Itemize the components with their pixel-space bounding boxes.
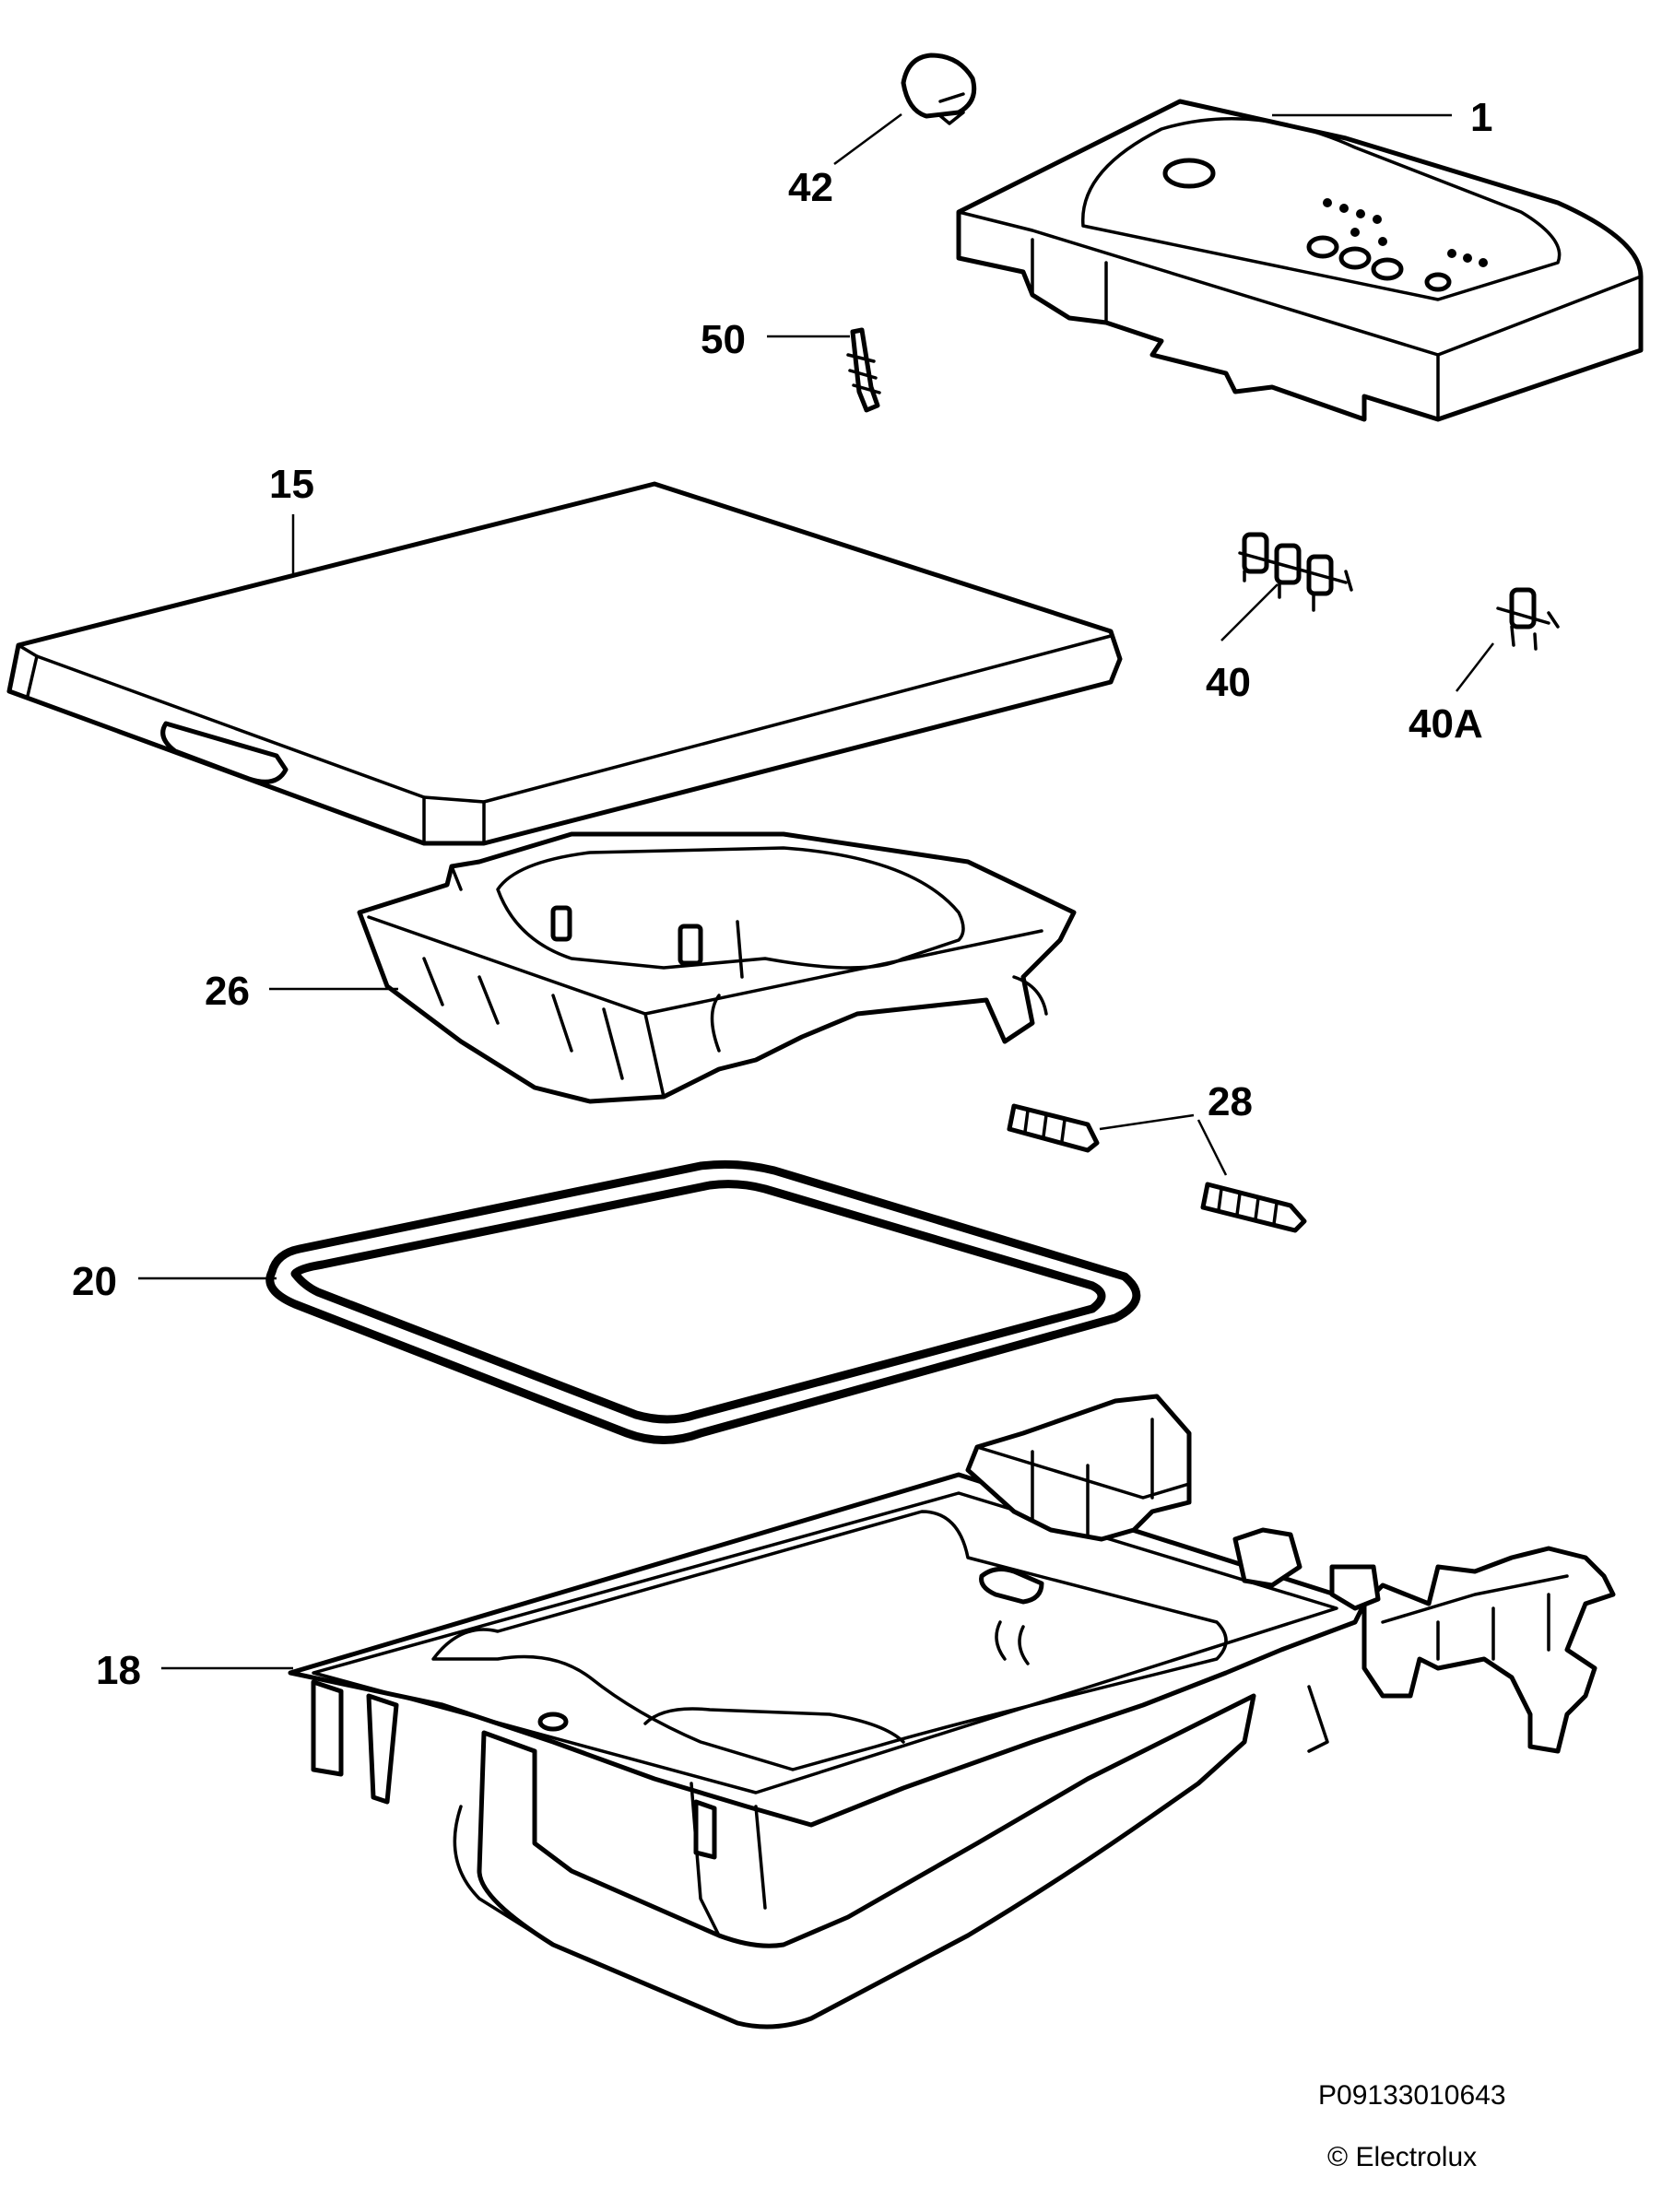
- part-26-dispenser[interactable]: [357, 831, 1077, 1104]
- callout-40: 40: [1206, 660, 1251, 705]
- copyright: © Electrolux: [1327, 2142, 1477, 2172]
- part-18-top-frame[interactable]: [288, 1394, 1616, 2030]
- callout-26: 26: [205, 969, 250, 1014]
- callout-15: 15: [269, 462, 314, 507]
- callout-42: 42: [788, 165, 833, 210]
- part-40a-button[interactable]: [1496, 587, 1560, 651]
- part-1-control-panel[interactable]: [956, 99, 1644, 422]
- callout-1: 1: [1470, 95, 1492, 140]
- callout-20: 20: [72, 1259, 117, 1304]
- part-15-lid[interactable]: [6, 481, 1123, 846]
- part-50-pin[interactable]: [846, 327, 881, 413]
- part-40-buttons[interactable]: [1238, 532, 1353, 612]
- part-42-knob[interactable]: [901, 53, 977, 125]
- part-20-seal[interactable]: [265, 1159, 1141, 1444]
- drawing-code: P09133010643: [1318, 2080, 1506, 2111]
- callout-40a: 40A: [1409, 701, 1483, 747]
- callout-18: 18: [96, 1648, 141, 1693]
- leader-lines: [138, 112, 1494, 1670]
- callout-50: 50: [701, 317, 746, 362]
- part-28-pins[interactable]: [1007, 1103, 1307, 1233]
- callout-28: 28: [1208, 1079, 1253, 1124]
